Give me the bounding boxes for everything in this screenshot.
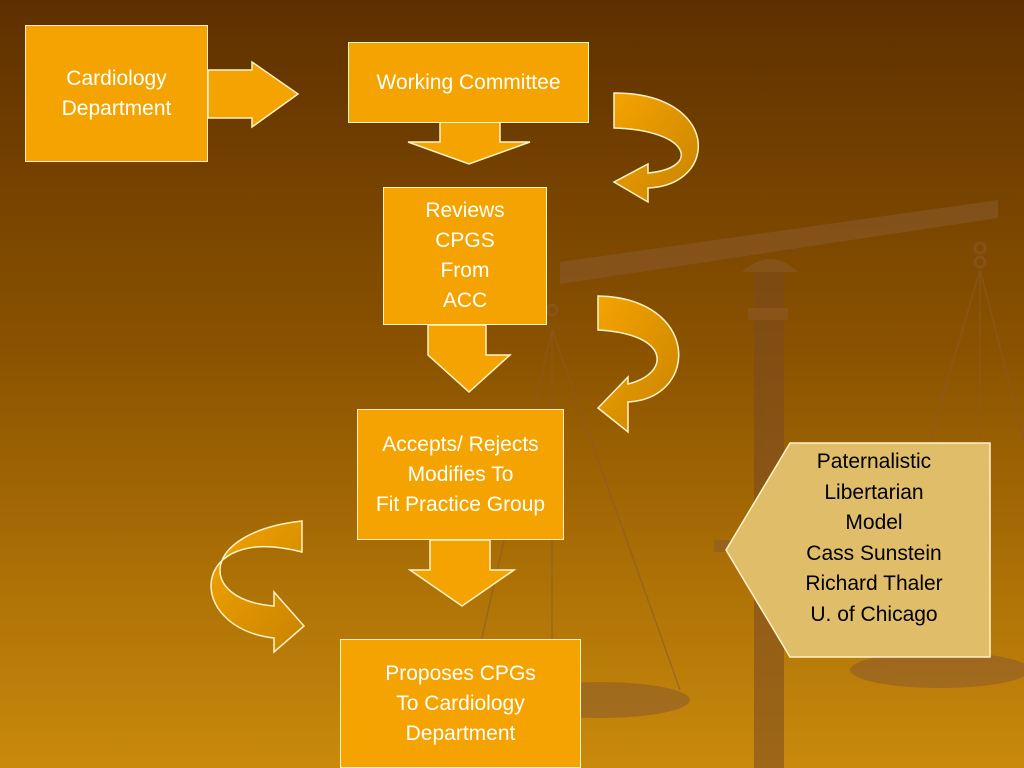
arrow-right-icon bbox=[207, 60, 300, 129]
box-label: Modifies To bbox=[407, 462, 514, 486]
box-label: Accepts/ Rejects bbox=[382, 432, 539, 456]
reviews-box: Reviews CPGS From ACC bbox=[383, 187, 547, 325]
box-label: From bbox=[440, 259, 490, 282]
callout-line: Model bbox=[845, 511, 903, 534]
proposes-cpgs-box: Proposes CPGs To Cardiology Department bbox=[340, 639, 581, 768]
box-label: Proposes CPGs bbox=[385, 661, 536, 685]
arrow-down-icon bbox=[427, 324, 512, 394]
box-label: Department bbox=[405, 721, 516, 745]
box-label: Department bbox=[61, 96, 172, 120]
box-label: CPGS bbox=[435, 229, 495, 252]
curved-arrow-icon bbox=[612, 92, 700, 204]
model-callout: Paternalistic Libertarian Model Cass Sun… bbox=[770, 447, 978, 630]
box-label: ACC bbox=[442, 289, 488, 312]
callout-line: U. of Chicago bbox=[810, 602, 938, 626]
curved-arrow-icon bbox=[210, 520, 306, 654]
accepts-rejects-box: Accepts/ Rejects Modifies To Fit Practic… bbox=[357, 409, 564, 540]
callout-line: Richard Thaler bbox=[805, 572, 943, 595]
callout-shape bbox=[725, 442, 991, 658]
box-label: Fit Practice Group bbox=[375, 492, 546, 516]
callout-line: Paternalistic bbox=[816, 450, 932, 473]
box-label: Reviews bbox=[425, 199, 505, 222]
working-committee-box: Working Committee bbox=[348, 42, 589, 123]
cardiology-department-box: Cardiology Department bbox=[25, 25, 208, 162]
arrow-down-icon bbox=[407, 121, 531, 165]
box-label: Working Committee bbox=[376, 70, 561, 94]
arrow-down-icon bbox=[407, 539, 517, 607]
curved-arrow-icon bbox=[596, 295, 680, 434]
box-label: Cardiology bbox=[66, 66, 167, 90]
callout-line: Cass Sunstein bbox=[806, 541, 942, 565]
callout-line: Libertarian bbox=[824, 480, 924, 504]
box-label: To Cardiology bbox=[396, 691, 525, 715]
